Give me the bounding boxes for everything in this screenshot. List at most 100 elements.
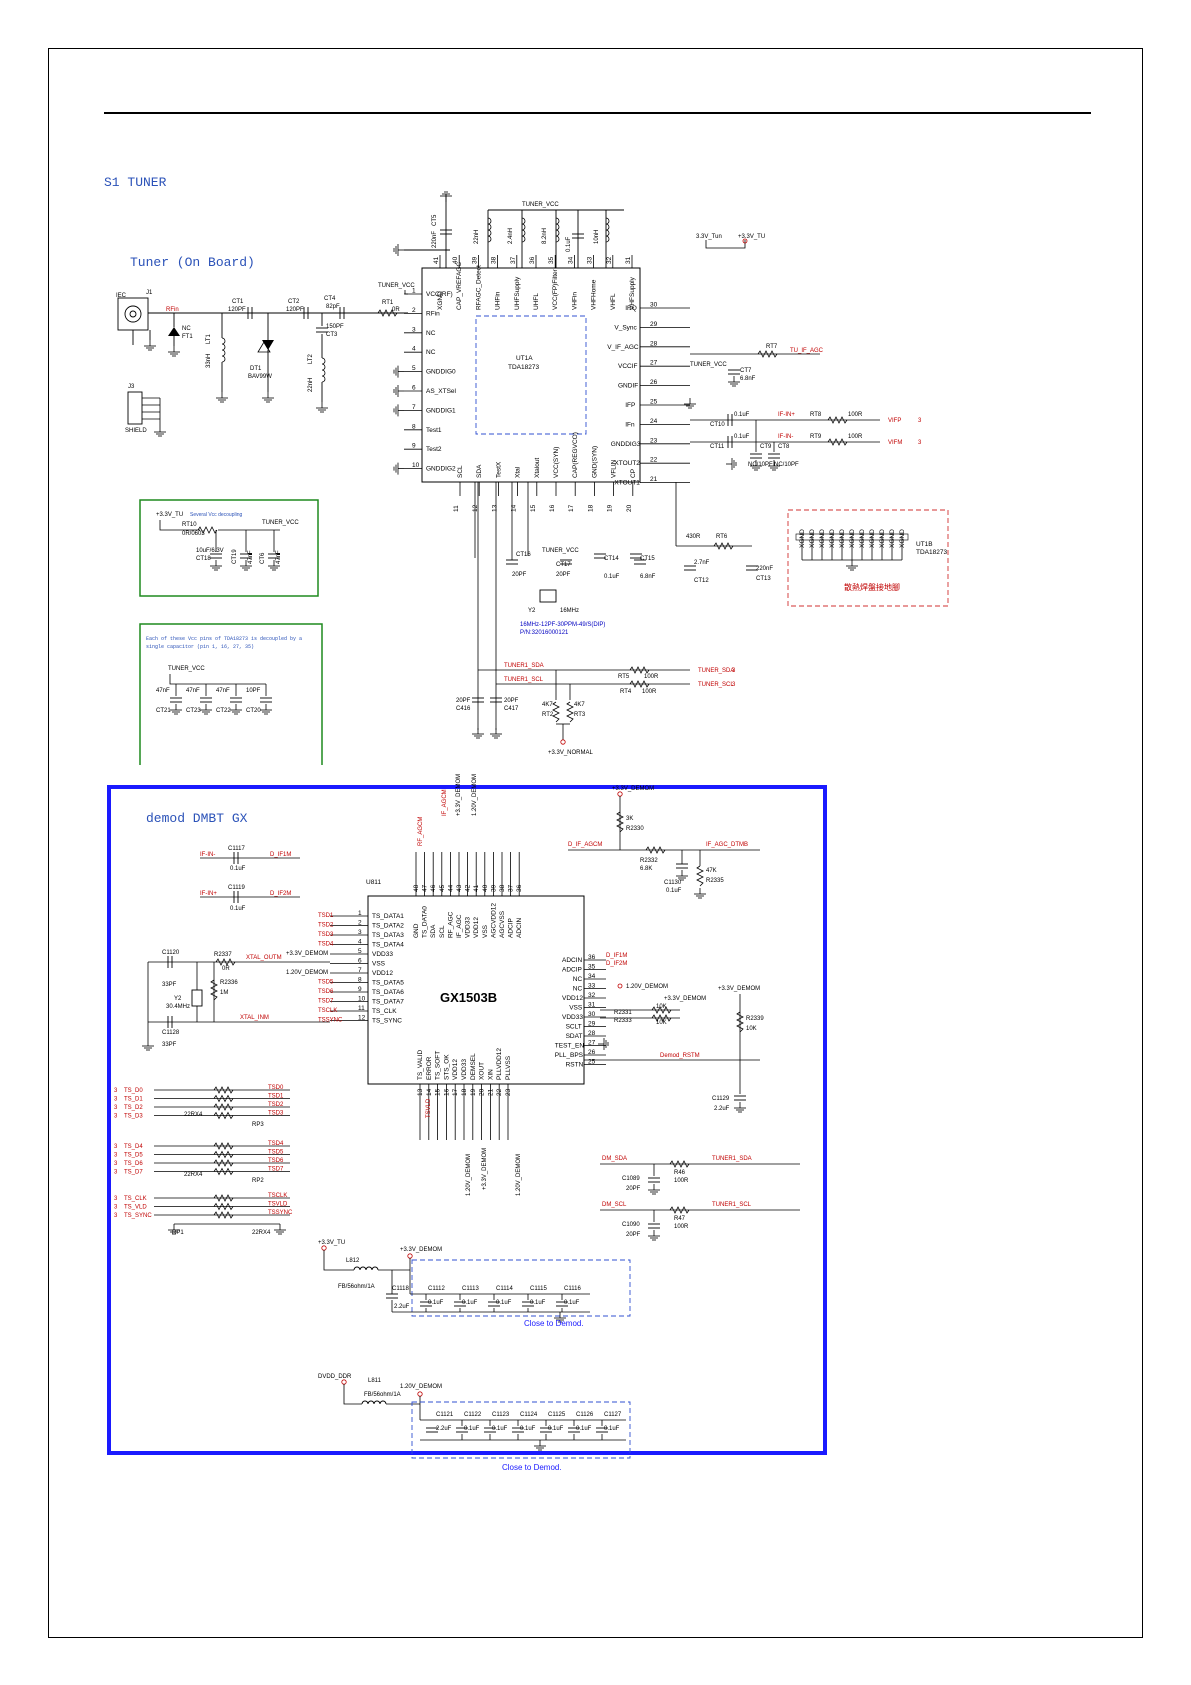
- c1090-label: C1090: [622, 1222, 640, 1228]
- demod-right-pin-name: ADCIN: [562, 957, 583, 964]
- d-if1m-right: D_IF1M: [606, 953, 627, 959]
- ct4-value: 82pF: [326, 304, 340, 310]
- tuner-sda-page: 3: [732, 668, 736, 674]
- ct18-label: CT18: [196, 556, 211, 562]
- rt5-label: RT5: [618, 674, 630, 680]
- demod-right-pin-name: VSS: [569, 1005, 583, 1012]
- dec2-note-2: single capacitor (pin 1, 16, 27, 35): [146, 644, 254, 650]
- tuner-i2c: TUNER1_SDA TUNER1_SCL RT5 100R RT4 100R …: [456, 482, 736, 756]
- demod-left-pin-name: VDD12: [372, 970, 393, 977]
- demod-chip-part: GX1503B: [440, 990, 497, 1005]
- tuner-left-pin-name: NC: [426, 349, 436, 356]
- tuner-right-pin-number: 29: [650, 321, 658, 328]
- r2339-value: 10K: [746, 1026, 757, 1032]
- bank1-cap-ref: C1114: [496, 1286, 513, 1292]
- demod-top-pin-number: 45: [439, 884, 446, 892]
- dec2-cap-ref: CT22: [216, 708, 231, 714]
- dec1-v33: +3.3V_TU: [156, 512, 183, 518]
- ft1-label: FT1: [182, 334, 193, 340]
- demod-right-pin-name: PLL_BPS: [555, 1052, 584, 1059]
- ut1b-pin-name: XGND: [829, 529, 836, 548]
- tuner-left-pin-name: NC: [426, 330, 436, 337]
- tuner-left-pin-number: 2: [412, 307, 416, 314]
- tuner-chip-ref: UT1A: [516, 355, 533, 362]
- rp2-page-ref: 3: [114, 1153, 118, 1159]
- decoupling-box-1: +3.3V_TU Several Vcc decoupling TUNER_VC…: [139, 499, 319, 597]
- j3-label: J3: [128, 384, 135, 390]
- rp3-value: 22RX4: [184, 1112, 203, 1118]
- right-v33-demom: +3.3V_DEMOM: [664, 996, 706, 1002]
- tuner-top-pin-name: VCC(FP)Filter: [552, 268, 559, 310]
- demod-right-pin-number: 32: [588, 992, 596, 999]
- rp1-left-net: TS_SYNC: [124, 1213, 152, 1219]
- demod-power-33: +3.3V_TU L812 FB/56ohm/1A +3.3V_DEMOM C1…: [318, 1240, 631, 1328]
- tuner-left-pin-name: GNDDIG1: [426, 407, 456, 414]
- tuner-bottom-pin-number: 13: [491, 504, 498, 512]
- if-tuner-vcc: TUNER_VCC: [690, 362, 727, 368]
- tuner-left-pin-number: 8: [412, 423, 416, 430]
- bank1-cap-ref: C1115: [530, 1286, 547, 1292]
- rp2-left-net: TS_D6: [124, 1161, 143, 1167]
- demod-bottom-pin-name: ERROR: [426, 1056, 433, 1080]
- tuner-top-pin-name: VHFin: [571, 292, 578, 310]
- r2331-value: 10K: [656, 1004, 667, 1010]
- r2331-label: R2331: [614, 1010, 632, 1016]
- bottom-v33-demom: +3.3V_DEMOM: [482, 1148, 488, 1190]
- c1130-label: C1130: [664, 880, 682, 886]
- ct6-label: CT6: [260, 552, 266, 564]
- demod-top-pin-number: 39: [490, 884, 497, 892]
- tuner-bottom-pin-number: 16: [549, 504, 556, 512]
- rp2-page-ref: 3: [114, 1161, 118, 1167]
- demod-top-pin-name: AGCVDD12: [490, 903, 497, 938]
- rstm-v33-demom: +3.3V_DEMOM: [718, 986, 760, 992]
- close-to-demod-2: Close to Demod.: [502, 1463, 562, 1472]
- r47-label: R47: [674, 1216, 686, 1222]
- rp1-value: 22RX4: [252, 1230, 271, 1236]
- tuner-top-pin-name: VHFHome: [591, 279, 598, 310]
- rp3-page-ref: 3: [114, 1088, 118, 1094]
- bank2-v12-demom: 1.20V_DEMOM: [400, 1384, 442, 1390]
- ut1b-pin-name: XGND: [839, 529, 846, 548]
- bank1-cap-ref: C1116: [564, 1286, 581, 1292]
- demod-top-pin-number: 42: [465, 884, 472, 892]
- rp3-label: RP3: [252, 1122, 264, 1128]
- demod-bottom-pin-name: TS_SOFT: [435, 1051, 442, 1080]
- ground-symbol: [393, 462, 405, 476]
- tuner-bottom-pin-name: SDA: [476, 464, 483, 478]
- demod-left-pin-net: 1.20V_DEMOM: [286, 970, 328, 976]
- demod-right-pin-number: 34: [588, 973, 596, 980]
- c417-label: C417: [504, 706, 519, 712]
- rp1-right-net: TSCLK: [268, 1193, 287, 1199]
- xtal-inm-net: XTAL_INM: [240, 1015, 269, 1021]
- rp3-page-ref: 3: [114, 1105, 118, 1111]
- tuner-top-pin-number: 36: [529, 256, 536, 264]
- tuner-right-pin-number: 25: [650, 399, 658, 406]
- top-if-agc-net: IF_AGCM: [442, 789, 448, 816]
- bank1-cap-value: 0.1uF: [530, 1300, 546, 1306]
- ct10-value: 0.1uF: [734, 412, 750, 418]
- demod-right-pin-name: NC: [573, 976, 583, 983]
- demod-top-pin-number: 36: [516, 884, 523, 892]
- tuner-right-pins: 30IRQ29V_Sync28V_IF_AGC27VCCIF26GNDIF25I…: [607, 302, 690, 487]
- rp2-right-net: TSD7: [268, 1167, 284, 1173]
- bottom-v12-demom-2: 1.20V_DEMOM: [516, 1154, 522, 1196]
- tuner-right-pin-number: 27: [650, 360, 658, 367]
- tuner-top-pin-name: UHFL: [533, 293, 540, 310]
- demod-top-pin-number: 37: [508, 884, 515, 892]
- ct2-label: CT2: [288, 299, 300, 305]
- demod-bottom-pin-name: XOUT: [479, 1062, 486, 1080]
- rp2-page-ref: 3: [114, 1170, 118, 1176]
- ct10-label: CT10: [710, 422, 725, 428]
- tuner-bottom-pin-name: Xtal: [515, 466, 522, 478]
- demod-right-pin-number: 30: [588, 1011, 596, 1018]
- tu-if-agc-net: TU_IF_AGC: [790, 348, 824, 354]
- j1-label: J1: [146, 290, 153, 296]
- bank2-cap-ref: C1124: [520, 1412, 538, 1418]
- tuner-top-pin-name: CAP_VREFAGC: [456, 262, 463, 310]
- rfin-net: RFin: [166, 307, 179, 313]
- tuner-bottom-pin-name: TestX: [495, 461, 502, 478]
- ut1b-body: [795, 533, 909, 541]
- tuner-left-pin-name: Test1: [426, 427, 442, 434]
